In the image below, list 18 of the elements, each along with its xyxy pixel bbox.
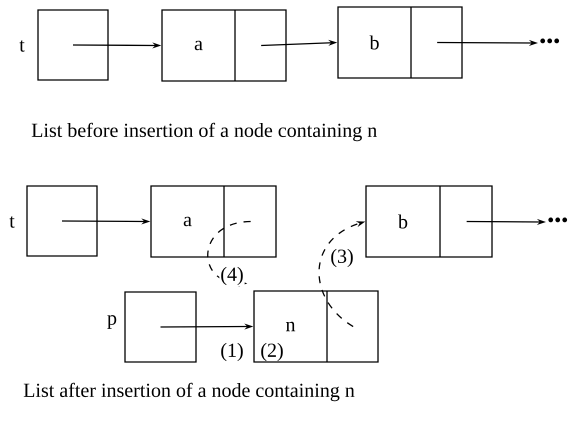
list-node: a [150, 185, 277, 258]
list-node: b [365, 185, 493, 258]
pointer-box [124, 291, 197, 363]
caption: List after insertion of a node containing n [24, 382, 355, 402]
step-label: (2) [261, 342, 283, 362]
pointer-box [37, 9, 109, 81]
variable-name: t [9, 216, 15, 228]
ellipsis-dots: ••• [548, 218, 568, 222]
caption: List before insertion of a node containing n [32, 122, 377, 142]
step-label: (3) [329, 248, 355, 268]
variable-name: p [107, 315, 116, 329]
list-node: a [161, 9, 287, 82]
variable-name: t [19, 40, 25, 52]
step-label: (1) [219, 342, 245, 362]
step-label: (4) [219, 266, 245, 286]
ellipsis-dots: ••• [540, 38, 560, 44]
pointer-box [26, 185, 98, 257]
list-node: b [337, 6, 463, 79]
